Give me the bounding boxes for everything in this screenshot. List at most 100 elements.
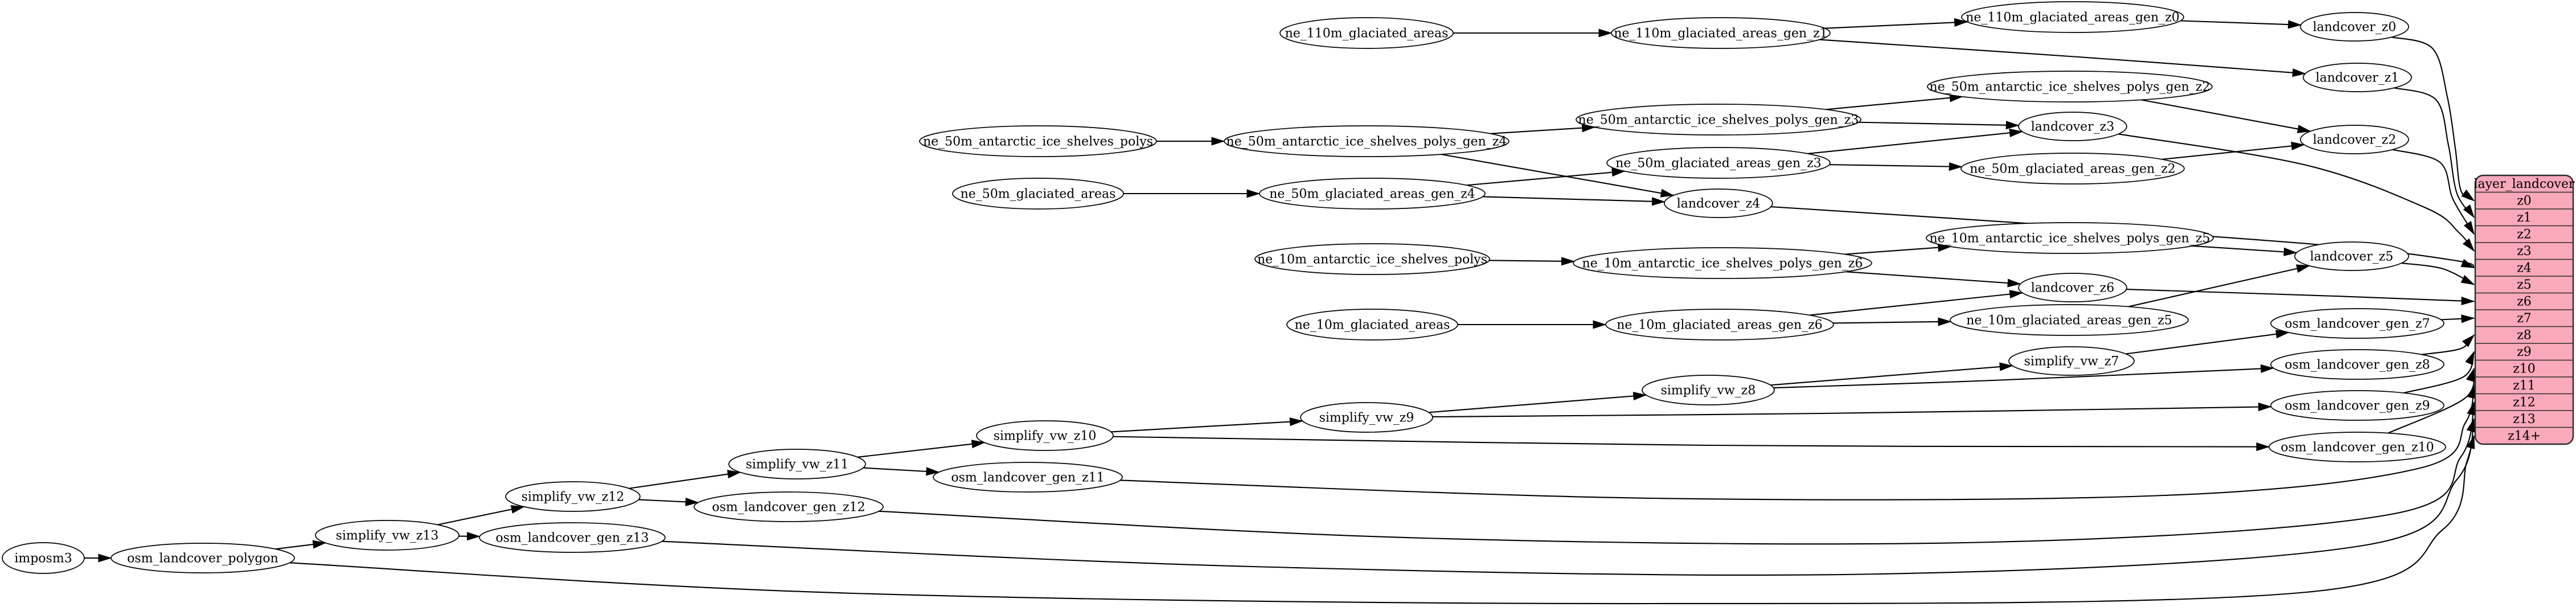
edge-landcover_z0-to-layer-row-z0 xyxy=(2392,36,2475,202)
table-row-z9: z9 xyxy=(2517,345,2532,359)
edge-ne_50m_antarctic_ice_shelves_polys_gen_z3-to-landcover_z3 xyxy=(1859,121,2020,130)
node-label-ne_10m_glaciated_areas: ne_10m_glaciated_areas xyxy=(1295,318,1450,332)
node-label-ne_50m_glaciated_areas_gen_z4: ne_50m_glaciated_areas_gen_z4 xyxy=(1269,187,1475,201)
edge-simplify_vw_z11-to-osm_landcover_gen_z11 xyxy=(863,467,940,476)
node-landcover_z4: landcover_z4 xyxy=(1664,188,1773,218)
node-label-simplify_vw_z12: simplify_vw_z12 xyxy=(522,490,625,504)
edge-landcover_z3-to-layer-row-z3 xyxy=(2118,133,2475,252)
edge-simplify_vw_z12-to-osm_landcover_gen_z12 xyxy=(638,497,699,506)
node-ne_50m_glaciated_areas_gen_z2: ne_50m_glaciated_areas_gen_z2 xyxy=(1960,153,2185,184)
edge-osm_landcover_polygon-to-simplify_vw_z13 xyxy=(275,540,327,550)
node-ne_110m_glaciated_areas_gen_z0: ne_110m_glaciated_areas_gen_z0 xyxy=(1961,1,2184,33)
node-shape-ne_50m_antarctic_ice_shelves_polys_gen_z4 xyxy=(1224,125,1509,157)
node-shape-ne_110m_glaciated_areas_gen_z0 xyxy=(1961,1,2184,33)
table-row-z1: z1 xyxy=(2517,211,2532,225)
node-label-ne_50m_glaciated_areas_gen_z3: ne_50m_glaciated_areas_gen_z3 xyxy=(1615,156,1822,170)
node-ne_10m_antarctic_ice_shelves_polys_gen_z6: ne_10m_antarctic_ice_shelves_polys_gen_z… xyxy=(1573,247,1872,279)
edge-ne_50m_glaciated_areas_gen_z4-to-ne_50m_glaciated_areas_gen_z3 xyxy=(1466,168,1626,186)
table-row-z0: z0 xyxy=(2517,194,2532,208)
table-row-z7: z7 xyxy=(2517,311,2532,326)
edge-simplify_vw_z13-to-simplify_vw_z12 xyxy=(437,505,525,526)
edge-landcover_z2-to-layer-row-z2 xyxy=(2392,149,2475,235)
node-shape-ne_50m_glaciated_areas xyxy=(952,178,1124,210)
edge-simplify_vw_z9-to-osm_landcover_gen_z9 xyxy=(1432,403,2273,418)
node-landcover_z6: landcover_z6 xyxy=(2018,273,2127,302)
node-label-ne_110m_glaciated_areas_gen_z1: ne_110m_glaciated_areas_gen_z1 xyxy=(1614,26,1828,40)
node-shape-simplify_vw_z13 xyxy=(315,520,460,551)
node-shape-ne_10m_glaciated_areas xyxy=(1286,309,1458,341)
node-shape-ne_10m_glaciated_areas_gen_z5 xyxy=(1950,304,2189,336)
edge-osm_landcover_gen_z9-to-layer-row-z9 xyxy=(2403,351,2475,394)
node-label-ne_10m_antarctic_ice_shelves_polys_gen_z5: ne_10m_antarctic_ice_shelves_polys_gen_z… xyxy=(1930,231,2210,245)
node-simplify_vw_z10: simplify_vw_z10 xyxy=(976,420,1114,451)
edge-ne_50m_antarctic_ice_shelves_polys_gen_z4-to-ne_50m_antarctic_ice_shelves_polys_gen_z3 xyxy=(1490,124,1596,134)
node-label-imposm3: imposm3 xyxy=(14,551,72,565)
node-simplify_vw_z11: simplify_vw_z11 xyxy=(728,449,866,479)
edge-ne_110m_glaciated_areas_gen_z0-to-landcover_z0 xyxy=(2180,20,2302,29)
node-shape-simplify_vw_z7 xyxy=(2008,346,2135,376)
node-ne_50m_antarctic_ice_shelves_polys_gen_z4: ne_50m_antarctic_ice_shelves_polys_gen_z… xyxy=(1224,125,1509,157)
node-label-ne_50m_antarctic_ice_shelves_polys: ne_50m_antarctic_ice_shelves_polys xyxy=(923,134,1153,149)
node-shape-ne_50m_glaciated_areas_gen_z3 xyxy=(1606,147,1831,179)
node-osm_landcover_gen_z11: osm_landcover_gen_z11 xyxy=(933,462,1123,493)
node-shape-landcover_z5 xyxy=(2294,241,2409,271)
edge-osm_landcover_gen_z11-to-layer-row-z11 xyxy=(1120,384,2476,501)
edge-osm_landcover_gen_z10-to-layer-row-z10 xyxy=(2388,367,2475,434)
edge-ne_10m_antarctic_ice_shelves_polys-to-ne_10m_antarctic_ice_shelves_polys_gen_z6 xyxy=(1489,257,1576,266)
edges-layer xyxy=(84,18,2476,605)
edge-osm_landcover_gen_z7-to-layer-row-z7 xyxy=(2440,314,2475,323)
node-shape-osm_landcover_polygon xyxy=(110,543,295,573)
node-label-landcover_z4: landcover_z4 xyxy=(1677,196,1761,211)
table-row-z4: z4 xyxy=(2517,261,2532,276)
node-label-landcover_z0: landcover_z0 xyxy=(2313,20,2397,34)
node-shape-ne_10m_glaciated_areas_gen_z6 xyxy=(1605,309,1834,341)
edge-ne_50m_glaciated_areas_gen_z3-to-landcover_z3 xyxy=(1807,128,2023,154)
node-landcover_z2: landcover_z2 xyxy=(2300,125,2409,154)
node-ne_50m_glaciated_areas_gen_z3: ne_50m_glaciated_areas_gen_z3 xyxy=(1606,147,1831,179)
node-ne_10m_antarctic_ice_shelves_polys: ne_10m_antarctic_ice_shelves_polys xyxy=(1254,243,1490,275)
edge-ne_110m_glaciated_areas_gen_z1-to-landcover_z1 xyxy=(1819,39,2306,77)
node-osm_landcover_gen_z13: osm_landcover_gen_z13 xyxy=(479,522,666,553)
node-osm_landcover_polygon: osm_landcover_polygon xyxy=(110,543,295,573)
edge-landcover_z5-to-layer-row-z5 xyxy=(2401,263,2475,285)
node-label-landcover_z5: landcover_z5 xyxy=(2310,249,2394,264)
edge-simplify_vw_z8-to-osm_landcover_gen_z8 xyxy=(1773,364,2275,389)
node-osm_landcover_gen_z7: osm_landcover_gen_z7 xyxy=(2270,308,2444,339)
edge-simplify_vw_z10-to-osm_landcover_gen_z10 xyxy=(1113,436,2270,452)
node-ne_50m_antarctic_ice_shelves_polys_gen_z3: ne_50m_antarctic_ice_shelves_polys_gen_z… xyxy=(1576,104,1861,136)
node-shape-osm_landcover_gen_z12 xyxy=(694,491,884,522)
node-shape-ne_110m_glaciated_areas xyxy=(1279,17,1454,49)
node-imposm3: imposm3 xyxy=(2,542,85,574)
node-label-ne_10m_glaciated_areas_gen_z6: ne_10m_glaciated_areas_gen_z6 xyxy=(1617,318,1823,332)
node-label-ne_50m_antarctic_ice_shelves_polys_gen_z4: ne_50m_antarctic_ice_shelves_polys_gen_z… xyxy=(1227,134,1507,149)
node-label-ne_50m_antarctic_ice_shelves_polys_gen_z2: ne_50m_antarctic_ice_shelves_polys_gen_z… xyxy=(1930,80,2210,94)
node-label-osm_landcover_gen_z9: osm_landcover_gen_z9 xyxy=(2284,399,2430,413)
node-ne_10m_glaciated_areas: ne_10m_glaciated_areas xyxy=(1286,309,1458,341)
edge-simplify_vw_z11-to-simplify_vw_z10 xyxy=(857,440,986,458)
node-ne_50m_antarctic_ice_shelves_polys: ne_50m_antarctic_ice_shelves_polys xyxy=(919,125,1157,157)
node-shape-ne_50m_glaciated_areas_gen_z4 xyxy=(1259,178,1486,210)
node-simplify_vw_z9: simplify_vw_z9 xyxy=(1300,402,1433,433)
edge-osm_landcover_gen_z13-to-layer-row-z13 xyxy=(662,418,2475,576)
node-osm_landcover_gen_z9: osm_landcover_gen_z9 xyxy=(2270,390,2444,421)
edge-simplify_vw_z9-to-simplify_vw_z8 xyxy=(1429,391,1647,413)
node-label-osm_landcover_gen_z10: osm_landcover_gen_z10 xyxy=(2280,440,2434,454)
edge-landcover_z1-to-layer-row-z1 xyxy=(2394,87,2475,218)
node-simplify_vw_z13: simplify_vw_z13 xyxy=(315,520,460,551)
table-title: layer_landcover xyxy=(2474,177,2575,191)
node-ne_110m_glaciated_areas: ne_110m_glaciated_areas xyxy=(1279,17,1454,49)
node-shape-osm_landcover_gen_z9 xyxy=(2270,390,2444,421)
node-landcover_z5: landcover_z5 xyxy=(2294,241,2409,271)
table-layer: layer_landcoverz0z1z2z3z4z5z6z7z8z9z10z1… xyxy=(2474,174,2575,445)
table-row-z3: z3 xyxy=(2517,244,2532,259)
node-ne_50m_glaciated_areas_gen_z4: ne_50m_glaciated_areas_gen_z4 xyxy=(1259,178,1486,210)
edge-ne_50m_glaciated_areas_gen_z2-to-landcover_z2 xyxy=(2161,141,2306,160)
table-row-z10: z10 xyxy=(2513,362,2536,376)
table-row-z8: z8 xyxy=(2517,329,2532,343)
node-label-landcover_z1: landcover_z1 xyxy=(2316,71,2399,85)
node-label-ne_50m_glaciated_areas_gen_z2: ne_50m_glaciated_areas_gen_z2 xyxy=(1970,162,2176,176)
table-row-z2: z2 xyxy=(2517,228,2532,242)
table-row-z5: z5 xyxy=(2517,278,2532,292)
